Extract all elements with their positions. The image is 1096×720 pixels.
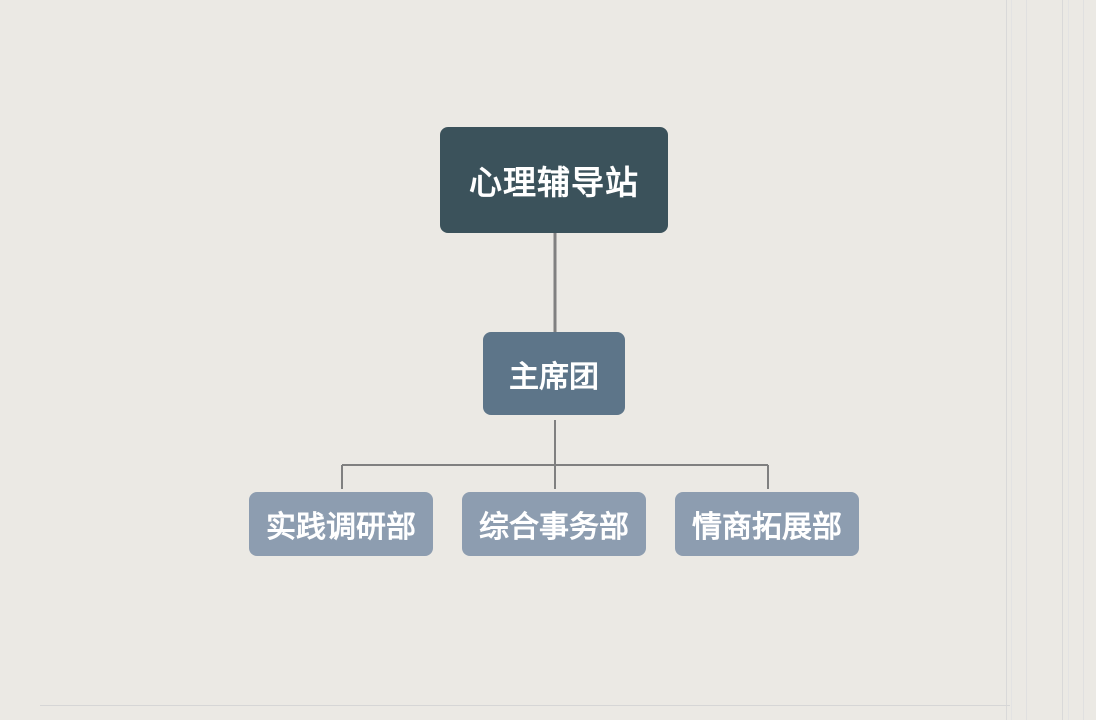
org-node-root-label: 心理辅导站 xyxy=(469,163,639,202)
org-node-eq-development: 情商拓展部 xyxy=(675,492,859,556)
org-node-eq-development-label: 情商拓展部 xyxy=(692,510,842,545)
org-node-general-affairs-label: 综合事务部 xyxy=(479,510,629,545)
page-edge-line xyxy=(1026,0,1027,720)
org-chart-connectors xyxy=(341,233,769,489)
page-edge-line xyxy=(1068,0,1069,720)
page-edge-line xyxy=(1011,0,1012,720)
org-node-general-affairs: 综合事务部 xyxy=(462,492,646,556)
page-bottom-line xyxy=(40,705,1010,706)
org-node-practice-research-label: 实践调研部 xyxy=(266,510,416,545)
page-edge-line xyxy=(1062,0,1063,720)
org-node-root: 心理辅导站 xyxy=(440,127,668,233)
org-node-presidium-label: 主席团 xyxy=(509,359,599,395)
page-edge-line xyxy=(1006,0,1007,720)
org-node-practice-research: 实践调研部 xyxy=(249,492,433,556)
slide-canvas: 心理辅导站 主席团 实践调研部 综合事务部 情商拓展部 xyxy=(249,127,859,556)
org-node-presidium: 主席团 xyxy=(483,332,625,415)
page-edge-line xyxy=(1083,0,1084,720)
